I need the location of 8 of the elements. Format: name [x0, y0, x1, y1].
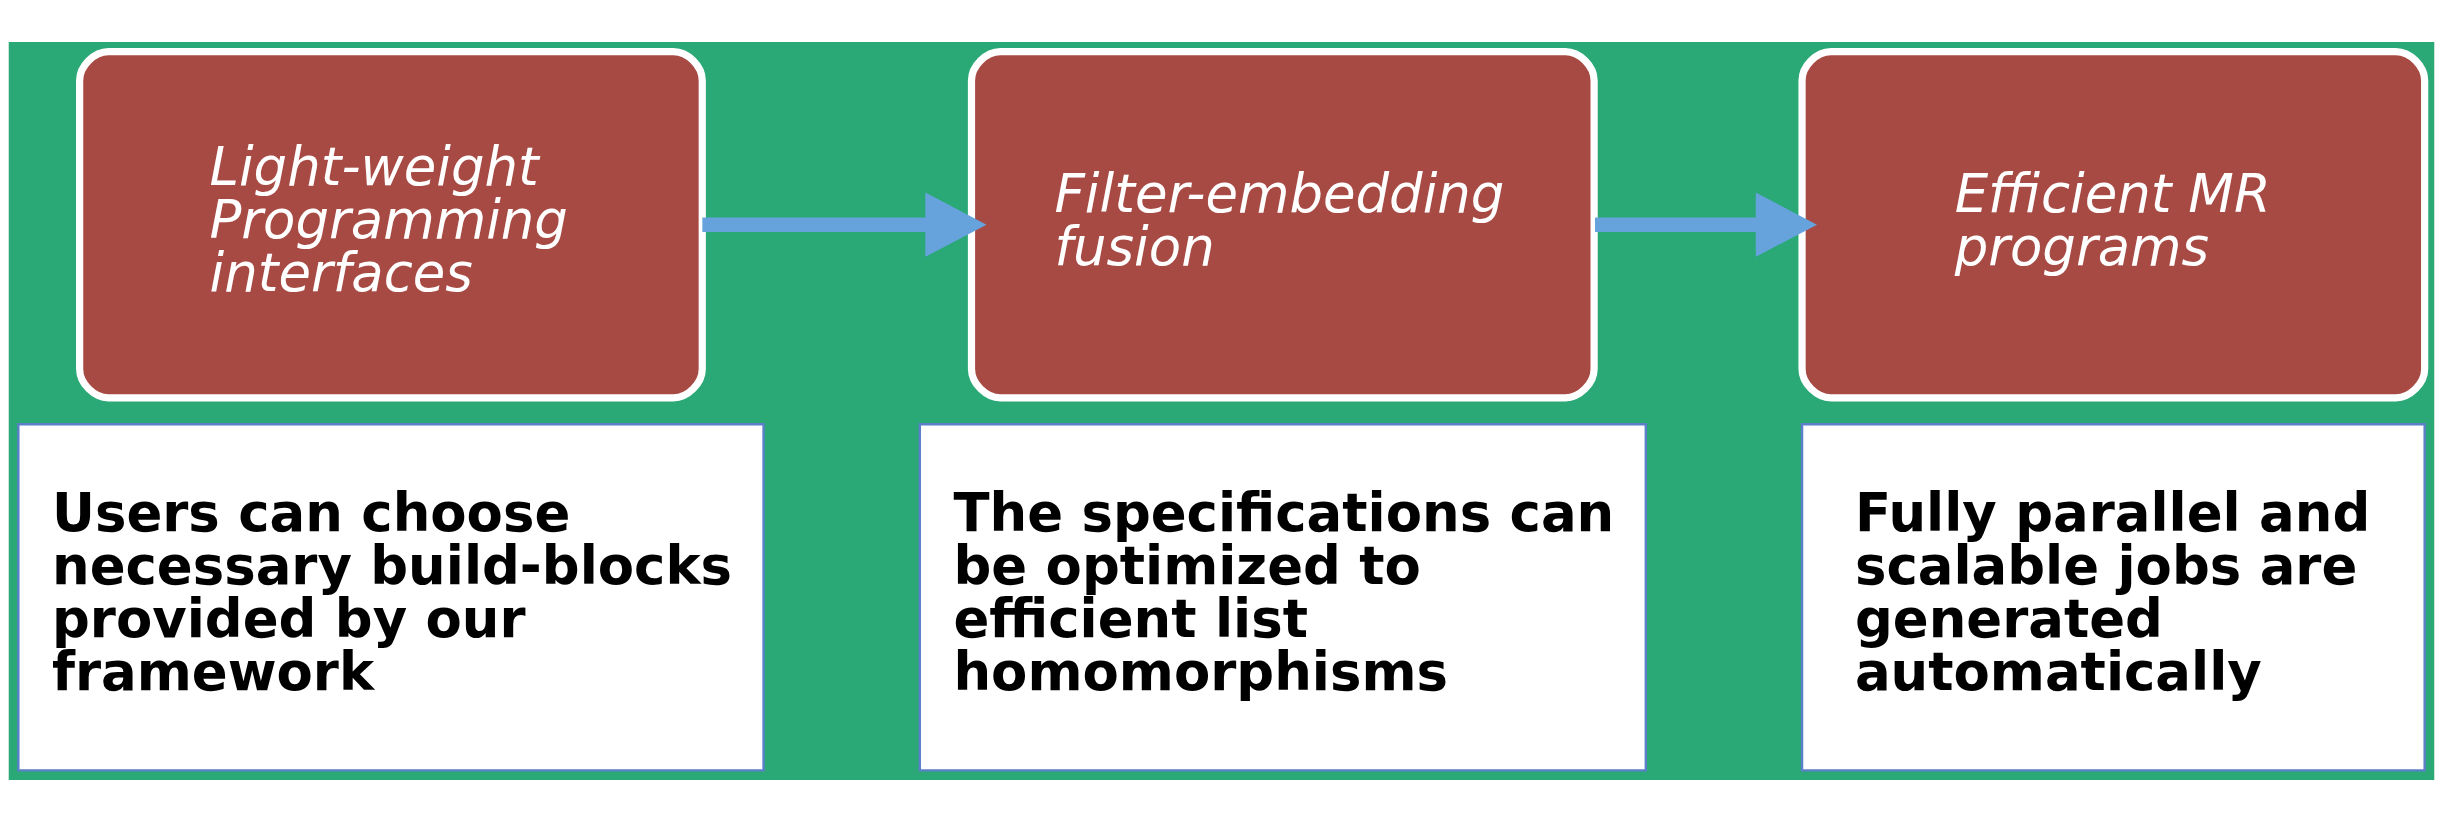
node-box: Efficient MR programs	[1798, 48, 2429, 402]
node-box: Light-weight Programming interfaces	[76, 48, 706, 402]
node-box: Users can choose necessary build-blocks provided by our framework	[17, 423, 765, 772]
arrow	[1595, 192, 1817, 257]
node-box: Filter-embedding fusion	[967, 48, 1598, 402]
node-box: The specifications can be optimized to efficient list homomorphisms	[918, 423, 1647, 772]
arrow	[702, 192, 987, 257]
node-box: Fully parallel and scalable jobs are generated automatically	[1800, 423, 2426, 772]
